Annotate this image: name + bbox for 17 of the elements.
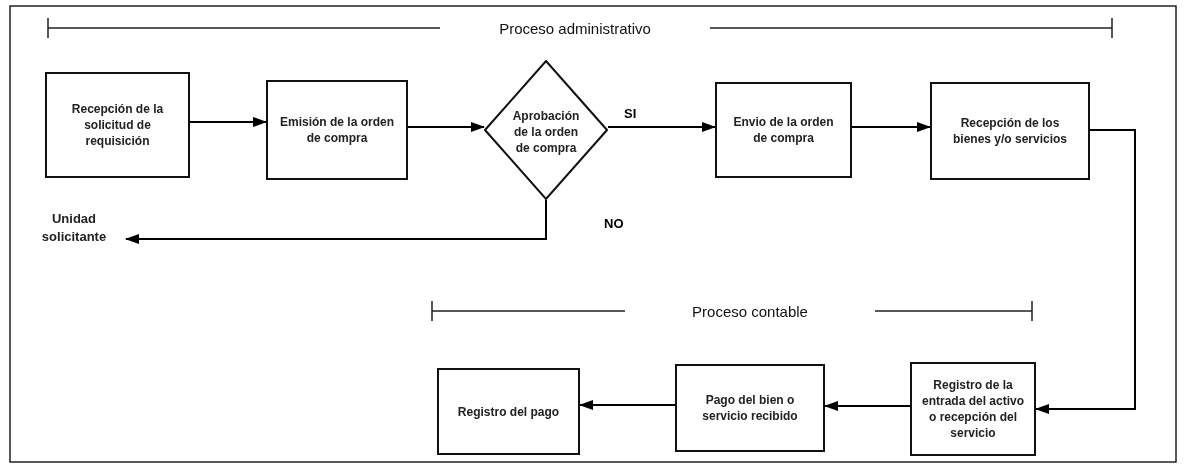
process-box: Registro del pago — [437, 368, 580, 455]
process-box: Recepción de los bienes y/o servicios — [930, 82, 1090, 180]
arrow — [851, 122, 931, 132]
arrow — [125, 199, 547, 244]
process-box: Emisión de la orden de compra — [266, 80, 408, 180]
arrow — [824, 401, 911, 411]
decision-text: Aprobación de la orden de compra — [511, 108, 581, 156]
process-box: Registro de la entrada del activo o recepción del servicio — [910, 362, 1036, 456]
process-box: Envio de la orden de compra — [715, 82, 852, 178]
arrow — [607, 122, 716, 132]
arrow — [189, 117, 267, 127]
arrow — [1035, 129, 1136, 414]
process-box: Recepción de la solicitud de requisición — [45, 72, 190, 178]
arrow — [407, 122, 485, 132]
arrow — [579, 400, 676, 410]
process-box: Pago del bien o servicio recibido — [675, 364, 825, 452]
endpoint-label: Unidad solicitante — [22, 210, 126, 256]
